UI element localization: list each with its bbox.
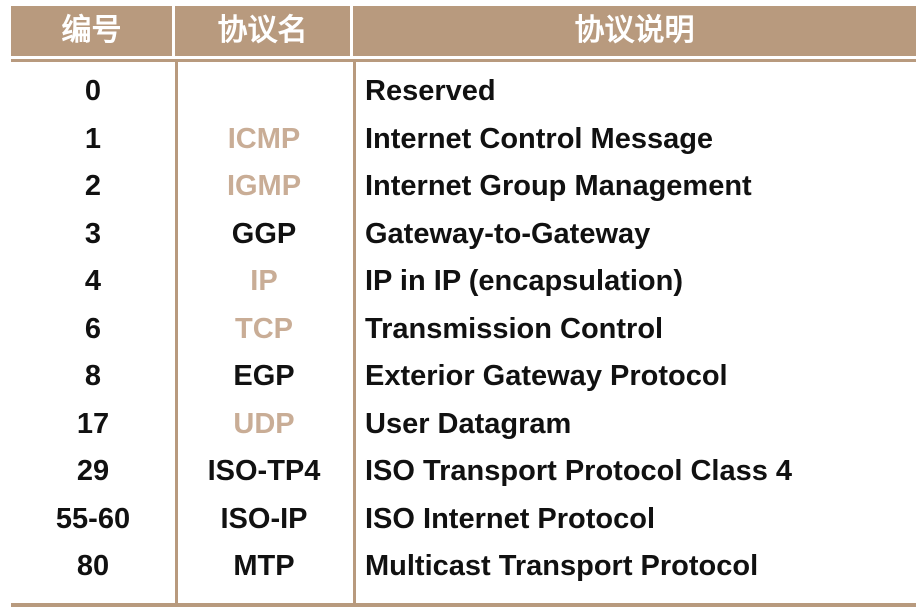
protocol-name: TCP xyxy=(235,312,293,345)
table-row: 2 IGMP Internet Group Management xyxy=(11,163,916,211)
protocol-description: Internet Group Management xyxy=(365,170,752,203)
protocol-description: Multicast Transport Protocol xyxy=(365,550,759,583)
protocol-number: 55-60 xyxy=(55,502,131,535)
protocol-number: 8 xyxy=(84,360,102,393)
protocol-name: GGP xyxy=(231,217,297,250)
protocol-description: User Datagram xyxy=(365,407,572,440)
protocol-number: 2 xyxy=(84,170,102,203)
protocol-name: ICMP xyxy=(227,122,301,155)
header-description: 协议说明 xyxy=(574,13,695,48)
protocol-number: 1 xyxy=(84,122,102,155)
table-row: 6 TCP Transmission Control xyxy=(11,306,916,354)
column-divider xyxy=(353,62,356,603)
protocol-number: 6 xyxy=(84,312,102,345)
column-divider xyxy=(175,62,178,603)
table-row: 8 EGP Exterior Gateway Protocol xyxy=(11,353,916,401)
protocol-number: 3 xyxy=(84,217,102,250)
protocol-description: Transmission Control xyxy=(365,312,664,345)
table-row: 1 ICMP Internet Control Message xyxy=(11,116,916,164)
table-row: 3 GGP Gateway-to-Gateway xyxy=(11,211,916,259)
protocol-name: EGP xyxy=(233,360,295,393)
table-row: 17 UDP User Datagram xyxy=(11,401,916,449)
protocol-name: UDP xyxy=(233,407,295,440)
protocol-name: MTP xyxy=(233,550,295,583)
protocol-number: 80 xyxy=(76,550,110,583)
table-row: 4 IP IP in IP (encapsulation) xyxy=(11,258,916,306)
table-row: 0 Reserved xyxy=(11,68,916,116)
protocol-description: Exterior Gateway Protocol xyxy=(365,360,728,393)
header-divider xyxy=(11,59,916,62)
protocol-number: 17 xyxy=(76,407,110,440)
protocol-description: IP in IP (encapsulation) xyxy=(365,265,683,298)
protocol-description: ISO Transport Protocol Class 4 xyxy=(365,455,793,488)
protocol-name: ISO-TP4 xyxy=(207,455,321,488)
table-row: 80 MTP Multicast Transport Protocol xyxy=(11,543,916,591)
header-protocol: 协议名 xyxy=(175,6,353,56)
table-row: 29 ISO-TP4 ISO Transport Protocol Class 4 xyxy=(11,448,916,496)
protocol-name: ISO-IP xyxy=(220,502,308,535)
protocol-name: IP xyxy=(250,265,278,298)
protocol-name: IGMP xyxy=(226,170,302,203)
protocol-number: 29 xyxy=(76,455,110,488)
protocol-description: Internet Control Message xyxy=(365,122,714,155)
protocol-number: 0 xyxy=(84,75,102,108)
table-header: 编号 协议名 协议说明 xyxy=(11,6,916,56)
protocol-number: 4 xyxy=(84,265,102,298)
protocol-table: 编号 协议名 协议说明 0 Reserved 1 ICMP Internet Contr… xyxy=(11,6,916,607)
header-number: 编号 xyxy=(11,6,175,56)
protocol-description: Gateway-to-Gateway xyxy=(365,217,651,250)
table-row: 55-60 ISO-IP ISO Internet Protocol xyxy=(11,496,916,544)
protocol-description: Reserved xyxy=(365,75,496,108)
protocol-description: ISO Internet Protocol xyxy=(365,502,656,535)
